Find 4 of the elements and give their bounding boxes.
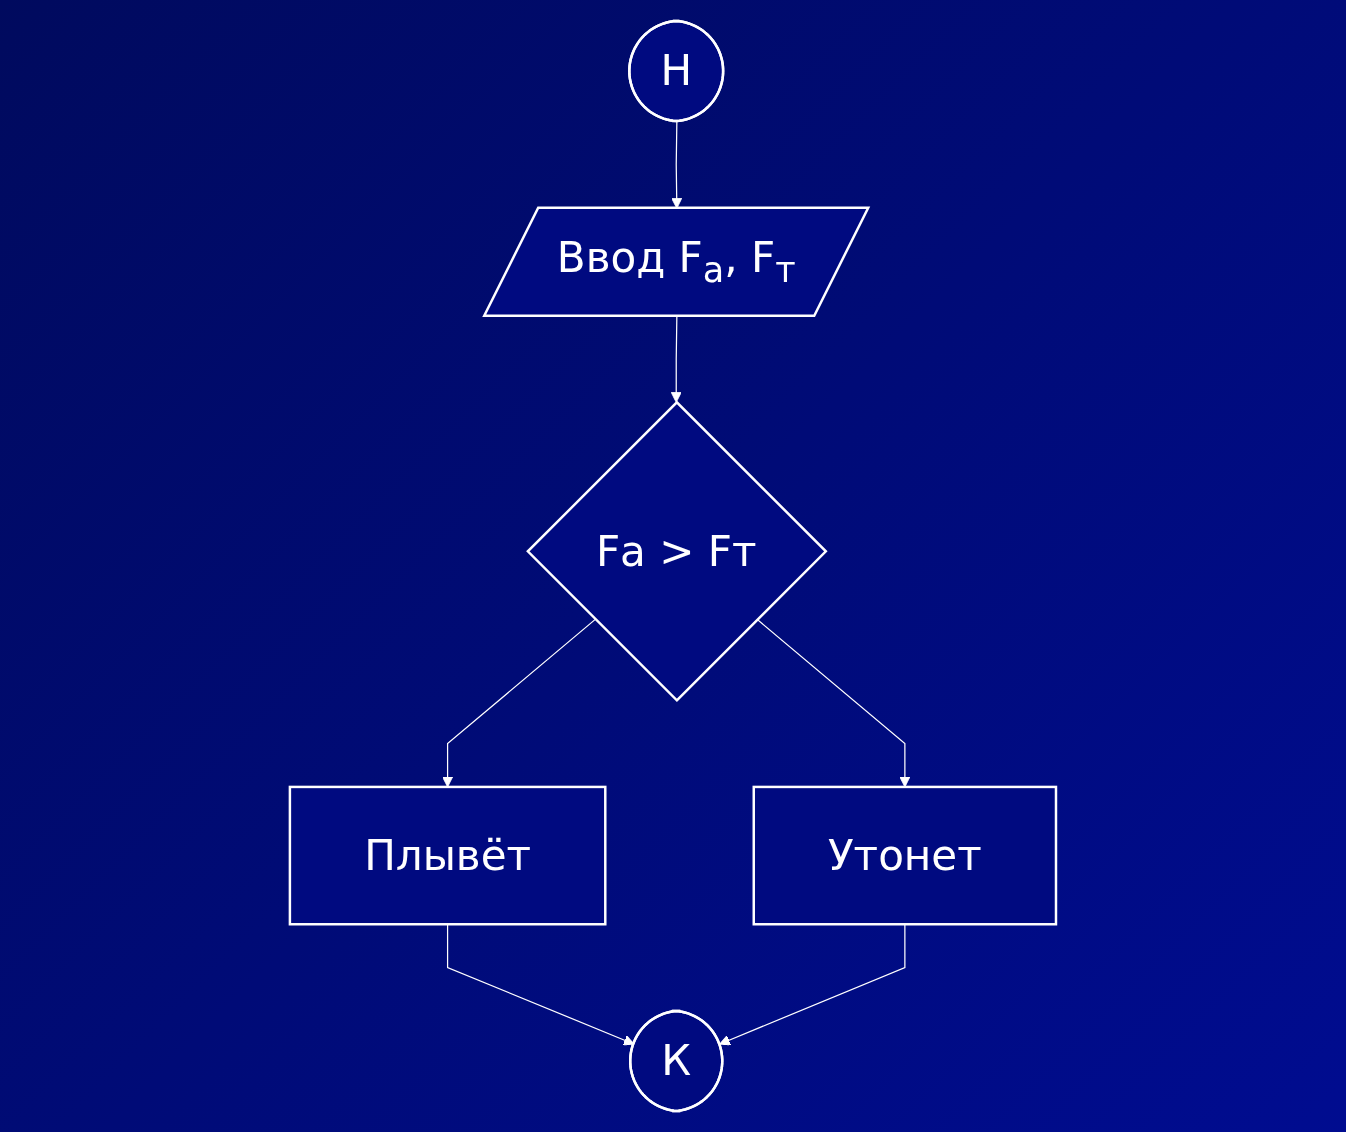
node-box: Утонет	[752, 785, 1058, 926]
node-box: Плывёт	[288, 785, 607, 926]
node-diamond: Fа > Fт	[526, 400, 828, 703]
arrow	[670, 315, 682, 403]
